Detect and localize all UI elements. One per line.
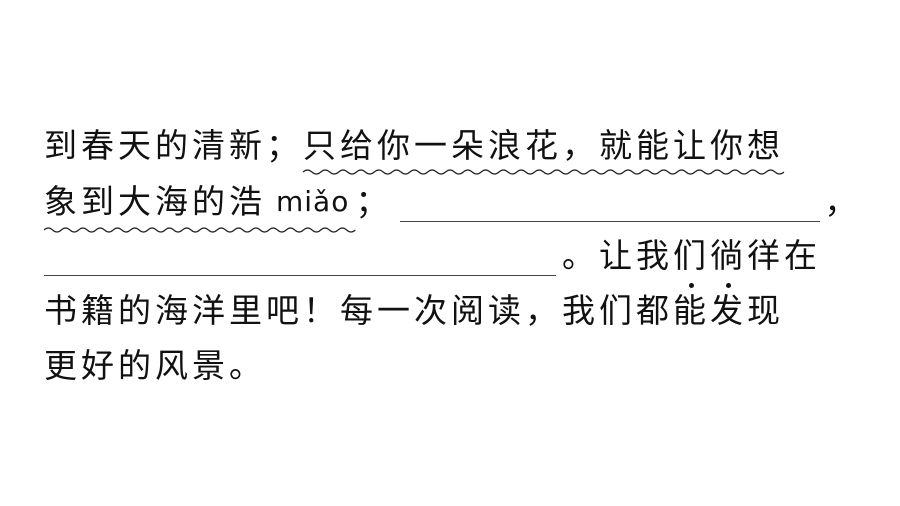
emphasized-char: 发 (710, 283, 747, 337)
text-line-4: 书籍的海洋里吧！每一次阅读，我们都能发现 (44, 283, 784, 337)
answer-blank-2[interactable] (44, 230, 556, 282)
wavy-text: 象到大海的浩 (44, 182, 266, 221)
emphasized-char: 能 (673, 283, 710, 337)
semicolon: ； (355, 182, 393, 221)
text-segment: 更好的风景。 (44, 346, 266, 385)
text-line-3: 。让我们徜徉在 (44, 230, 821, 282)
emphasized-char-text: 发 (710, 291, 747, 330)
pinyin-annotation: miǎo (276, 185, 350, 218)
text-segment: 书籍的海洋里吧！每一次阅读，我们都 (44, 291, 673, 330)
text-line-1: 到春天的清新；只给你一朵浪花，就能让你想 (44, 120, 785, 175)
wavy-text: 只给你一朵浪花，就能让你想 (303, 126, 784, 165)
wavy-underlined-text: 象到大海的浩 miǎo (43, 176, 356, 233)
wavy-underline-icon (43, 227, 356, 233)
wavy-underlined-text: 只给你一朵浪花，就能让你想 (302, 120, 785, 175)
text-segment: 现 (747, 291, 784, 330)
text-segment: 。让我们徜徉在 (562, 236, 821, 275)
wavy-underline-icon (302, 169, 785, 175)
text-segment: 到春天的清新； (44, 126, 303, 165)
emphasis-dot-icon (726, 283, 731, 288)
text-line-5: 更好的风景。 (44, 340, 266, 392)
comma: ， (824, 182, 862, 221)
text-line-2: 象到大海的浩 miǎo； ， (43, 176, 862, 233)
emphasis-dot-icon (689, 283, 694, 288)
emphasized-char-text: 能 (673, 291, 710, 330)
answer-blank-1[interactable] (400, 176, 821, 228)
